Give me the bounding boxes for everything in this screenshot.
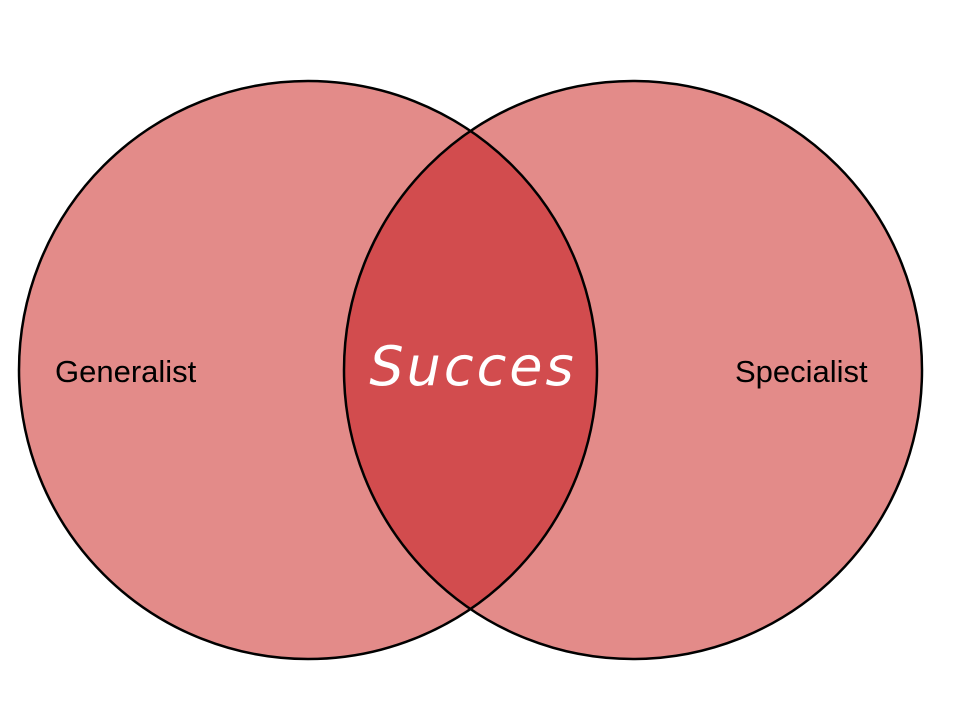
intersection-region [344,81,597,659]
generalist-label: Generalist [55,354,197,389]
success-label: Succes [369,335,576,398]
specialist-label: Specialist [735,354,868,389]
generalist-outline [17,79,599,661]
specialist-outline [342,79,924,661]
